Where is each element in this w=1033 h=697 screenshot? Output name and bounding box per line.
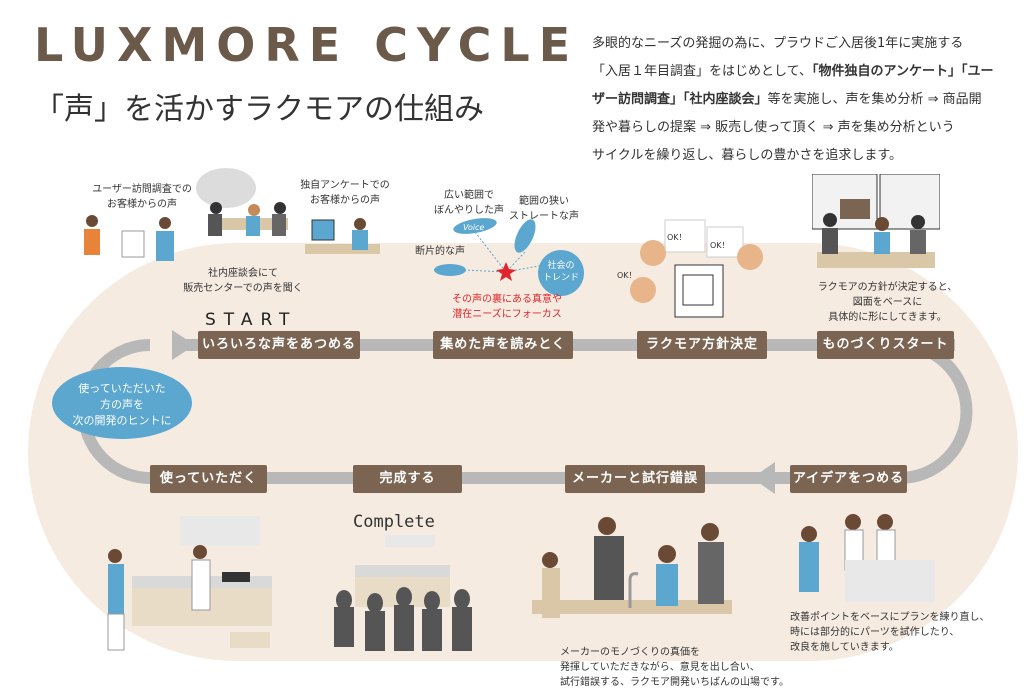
step-manufacturing-start: ものづくりスタート [817, 331, 954, 359]
refine-ideas-illustration [795, 512, 935, 602]
policy-caption: ラクモアの方針が決定すると、 図面をベースに 具体的に形にしてきます。 [800, 280, 975, 325]
design-meeting-illustration [812, 174, 940, 274]
step-maker-trials: メーカーと試行錯誤 [565, 465, 705, 493]
focus-line-1: その声の裏にある真意や [432, 292, 582, 307]
trial-caption: メーカーのモノづくりの真価を 発揮していただきながら、意見を出し合い、 試行錯誤… [560, 645, 790, 690]
survey-illustration [300, 212, 390, 262]
policy-line-1: ラクモアの方針が決定すると、 [800, 280, 975, 295]
completed-kitchen-illustration [330, 535, 490, 660]
right-curve [900, 345, 967, 478]
focus-caption: その声の裏にある真意や 潜在ニーズにフォーカス [432, 292, 582, 322]
complete-label: Complete [353, 512, 435, 532]
start-label: START [205, 310, 297, 330]
narrow-line-1: 範囲の狭い [504, 194, 584, 209]
wide-line-1: 広い範囲で [434, 188, 504, 203]
internal-meeting-illustration [188, 168, 298, 248]
step-use: 使っていただく [150, 465, 267, 493]
policy-illustration [615, 215, 775, 320]
trial-line-1: メーカーのモノづくりの真価を [560, 645, 790, 660]
idea-caption: 改善ポイントをベースにプランを練り直し、 時には部分的にパーツを試作したり、 改… [790, 610, 1005, 655]
idea-line-1: 改善ポイントをベースにプランを練り直し、 [790, 610, 1005, 625]
trial-line-2: 発揮していただきながら、意見を出し合い、 [560, 660, 790, 675]
ok-label-3: OK！ [617, 270, 637, 281]
ok-label-1: OK！ [667, 232, 687, 243]
trend-line-2: トレンド [538, 272, 584, 284]
policy-line-3: 具体的に形にしてきます。 [800, 310, 975, 325]
trend-line-1: 社会の [538, 260, 584, 272]
bottom-arrow-head [752, 462, 775, 494]
hint-line-3: 次の開発のヒントに [52, 413, 192, 429]
idea-line-2: 時には部分的にパーツを試作したり、 [790, 625, 1005, 640]
step-policy-decision: ラクモア方針決定 [637, 331, 767, 359]
idea-line-3: 改良を施していきます。 [790, 640, 1005, 655]
trend-bubble: 社会の トレンド [538, 250, 584, 296]
internal-caption: 社内座談会にて 販売センターでの声を聞く [178, 266, 308, 296]
user-visit-illustration [80, 213, 180, 268]
voice-tag: Voice [463, 223, 484, 232]
maker-trial-illustration [532, 512, 732, 652]
policy-line-2: 図面をベースに [800, 295, 975, 310]
hint-line-2: 方の声を [52, 397, 192, 413]
step-analyze-voices: 集めた声を読みとく [433, 331, 573, 359]
step-complete: 完成する [353, 465, 462, 493]
survey-line-1: 独自アンケートでの [290, 178, 400, 193]
step-refine-ideas: アイデアをつめる [790, 465, 907, 493]
internal-line-1: 社内座談会にて [178, 266, 308, 281]
top-arrow-head [172, 330, 195, 360]
survey-line-2: お客様からの声 [290, 193, 400, 208]
hint-bubble: 使っていただいた 方の声を 次の開発のヒントに [52, 367, 192, 439]
hint-line-1: 使っていただいた [52, 381, 192, 397]
focus-line-2: 潜在ニーズにフォーカス [432, 307, 582, 322]
survey-caption: 独自アンケートでの お客様からの声 [290, 178, 400, 208]
ok-label-2: OK！ [710, 240, 730, 251]
kitchen-use-illustration [100, 508, 275, 658]
trial-line-3: 試行錯誤する、ラクモア開発いちばんの山場です。 [560, 675, 790, 690]
internal-line-2: 販売センターでの声を聞く [178, 281, 308, 296]
step-collect-voices: いろいろな声をあつめる [198, 331, 360, 359]
